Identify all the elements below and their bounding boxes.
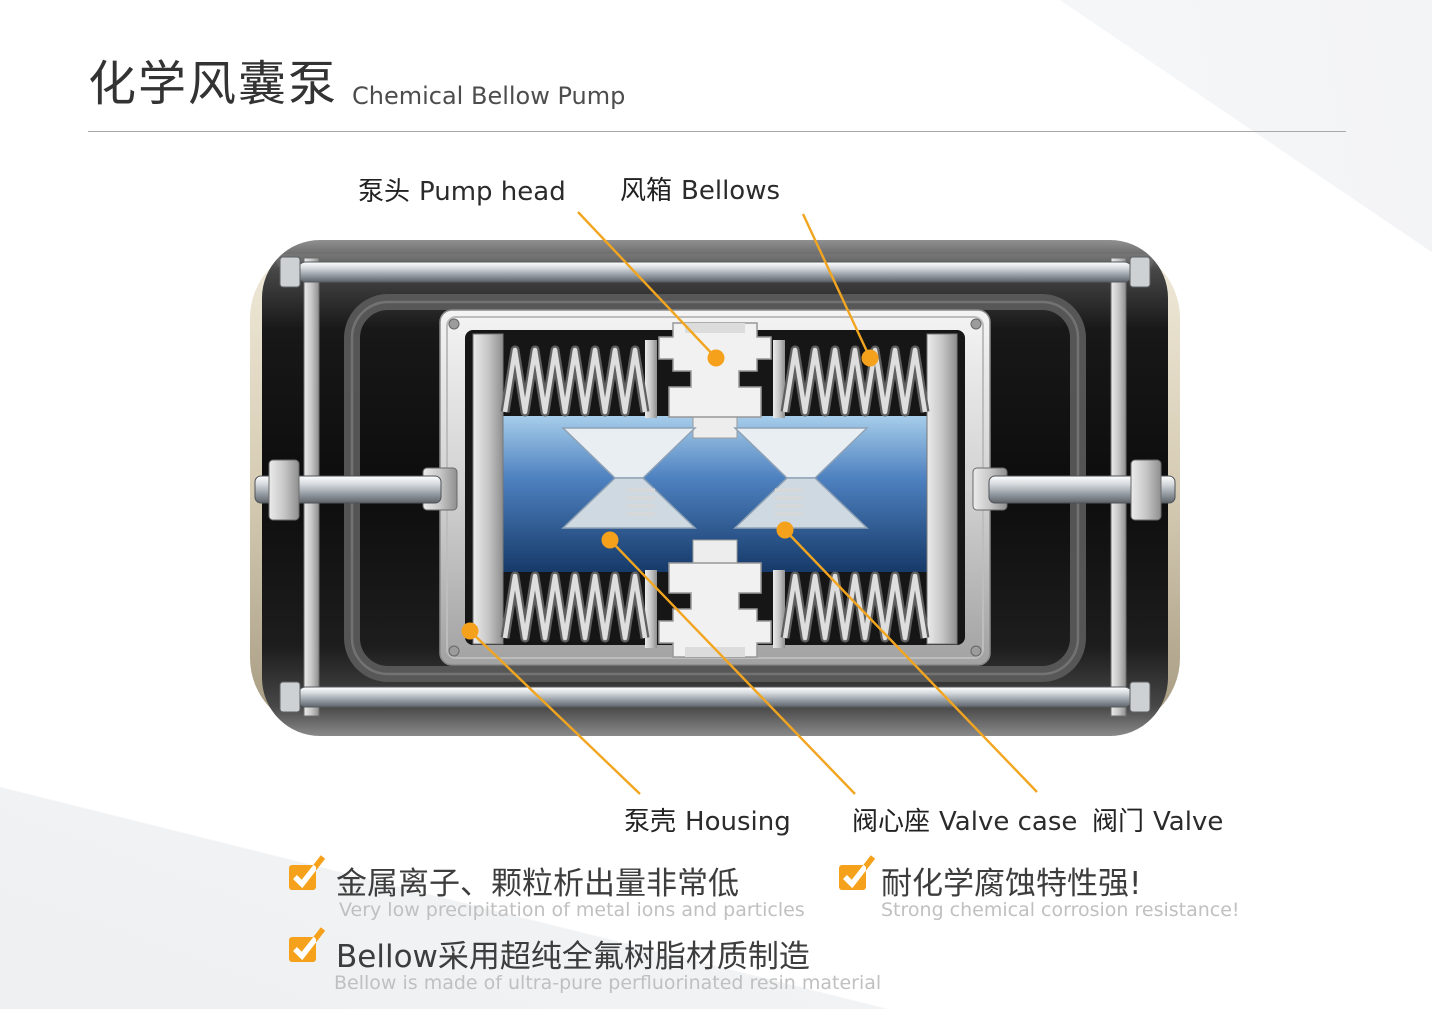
bellows-coil	[500, 345, 650, 417]
bellows-plate-left	[472, 333, 504, 645]
label-pump-head-zh: 泵头	[358, 177, 411, 207]
pump-head-assembly	[658, 322, 772, 439]
check-icon	[289, 927, 326, 962]
leader-valve-case	[609, 539, 856, 795]
label-valve-case-zh: 阀心座	[852, 807, 931, 837]
label-housing-zh: 泵壳	[624, 807, 677, 837]
header-divider	[88, 131, 1346, 132]
leader-lines	[469, 211, 1038, 795]
label-valve-case-en: Valve case	[939, 807, 1078, 837]
label-housing: 泵壳 Housing	[624, 801, 791, 838]
label-pump-head-en: Pump head	[419, 177, 566, 207]
marker-pump-head	[707, 349, 725, 367]
marker-valve-case	[601, 531, 619, 549]
label-valve-en: Valve	[1153, 807, 1224, 837]
marker-bellows	[861, 349, 879, 367]
check-icon	[839, 855, 876, 890]
label-bellows: 风箱 Bellows	[620, 170, 780, 207]
feature-3-subtext: Bellow is made of ultra-pure perfluorina…	[334, 972, 882, 994]
frame-bolt	[448, 318, 460, 330]
label-bellows-zh: 风箱	[620, 176, 673, 206]
leader-bellows	[801, 213, 872, 359]
feature-1-subtext: Very low precipitation of metal ions and…	[339, 899, 805, 921]
label-pump-head: 泵头 Pump head	[358, 171, 566, 208]
valve-springs	[627, 488, 803, 516]
marker-housing	[461, 622, 479, 640]
check-icon	[289, 855, 326, 890]
page-title: 化学风囊泵	[88, 56, 339, 112]
feature-3-text: Bellow采用超纯全氟树脂材质制造	[336, 939, 810, 975]
label-housing-en: Housing	[685, 807, 791, 837]
valve-case-assembly	[658, 539, 772, 658]
leader-pump-head	[577, 211, 717, 359]
leader-dots	[461, 349, 879, 640]
tie-rod-bottom	[279, 681, 1151, 713]
label-valve-case: 阀心座 Valve case	[852, 801, 1077, 838]
label-bellows-en: Bellows	[681, 176, 781, 206]
frame-bolt	[970, 318, 982, 330]
valve-cones	[561, 427, 869, 529]
frame-bolt	[448, 645, 460, 657]
feature-2-text: 耐化学腐蚀特性强!	[881, 866, 1142, 902]
leader-valve	[784, 529, 1038, 793]
marker-valve	[776, 521, 794, 539]
label-valve-zh: 阀门	[1092, 807, 1145, 837]
label-valve: 阀门 Valve	[1092, 801, 1223, 838]
leader-housing	[469, 630, 641, 795]
feature-1-text: 金属离子、颗粒析出量非常低	[336, 866, 739, 902]
tie-rod-top	[279, 256, 1151, 288]
page-subtitle: Chemical Bellow Pump	[352, 82, 626, 110]
bellows-tab	[645, 340, 657, 418]
feature-2-subtext: Strong chemical corrosion resistance!	[881, 899, 1240, 921]
frame-bolt	[970, 645, 982, 657]
bellows-plate-right	[926, 333, 958, 645]
bellows-tab	[773, 340, 785, 418]
drive-shaft	[254, 459, 1176, 521]
pump-diagram	[250, 211, 1180, 795]
